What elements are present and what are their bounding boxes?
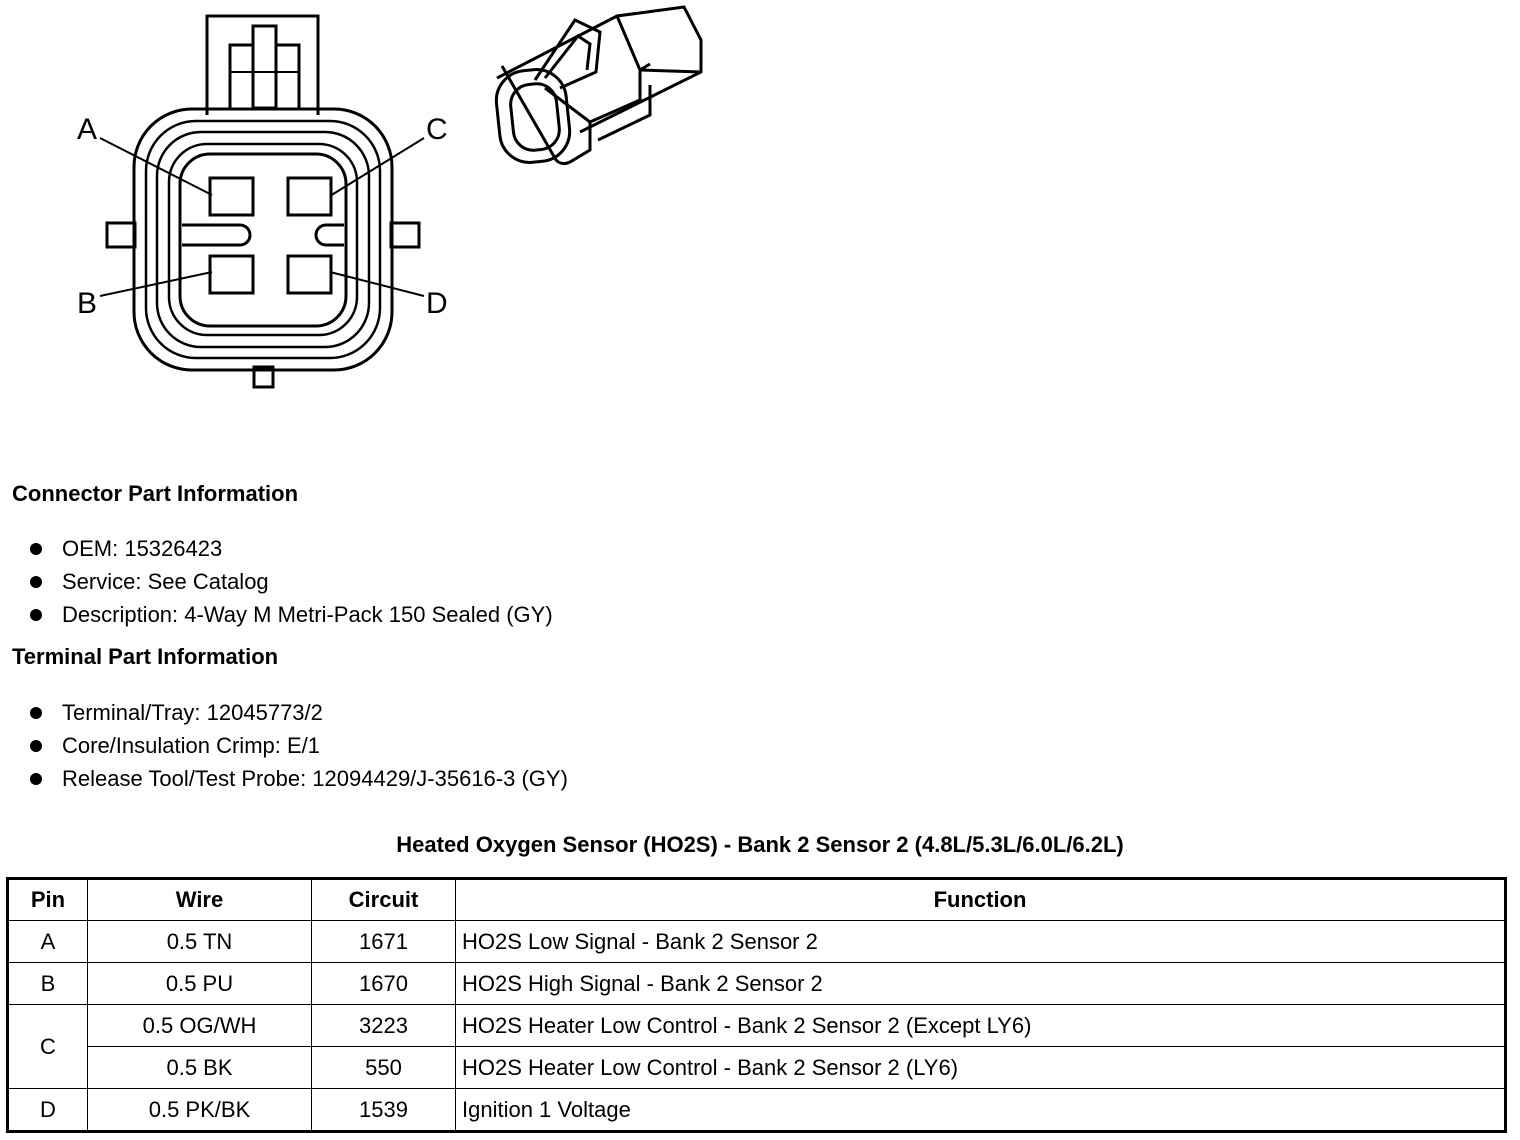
cell-wire: 0.5 BK xyxy=(87,1046,312,1089)
header-wire: Wire xyxy=(87,878,312,921)
cell-function: HO2S Low Signal - Bank 2 Sensor 2 xyxy=(455,920,1506,963)
table-row: D 0.5 PK/BK 1539 Ignition 1 Voltage xyxy=(7,1088,1506,1132)
cell-pin: A xyxy=(7,920,88,963)
bullet-icon xyxy=(30,707,42,719)
header-function: Function xyxy=(455,878,1506,921)
list-item: Service: See Catalog xyxy=(28,565,553,598)
cell-circuit: 1670 xyxy=(311,962,456,1005)
table-row: 0.5 BK 550 HO2S Heater Low Control - Ban… xyxy=(8,1046,1506,1089)
connector-isometric-image xyxy=(494,5,703,166)
list-item: Description: 4-Way M Metri-Pack 150 Seal… xyxy=(28,598,553,631)
cell-function: HO2S Heater Low Control - Bank 2 Sensor … xyxy=(455,1046,1506,1089)
cell-wire: 0.5 PK/BK xyxy=(87,1088,312,1132)
bullet-icon xyxy=(30,576,42,588)
cell-circuit: 3223 xyxy=(311,1004,456,1047)
pin-label-a: A xyxy=(77,113,97,146)
table-row: A 0.5 TN 1671 HO2S Low Signal - Bank 2 S… xyxy=(7,920,1506,963)
table-title: Heated Oxygen Sensor (HO2S) - Bank 2 Sen… xyxy=(396,832,1124,857)
cell-function: HO2S Heater Low Control - Bank 2 Sensor … xyxy=(455,1004,1506,1047)
terminal-part-info-heading: Terminal Part Information xyxy=(12,644,279,669)
bullet-icon xyxy=(30,773,42,785)
connector-part-info-heading: Connector Part Information xyxy=(12,481,299,506)
cell-circuit: 1539 xyxy=(311,1088,456,1132)
bullet-icon xyxy=(30,609,42,621)
list-item: Terminal/Tray: 12045773/2 xyxy=(28,696,568,729)
cell-wire: 0.5 TN xyxy=(87,920,312,963)
list-item: Release Tool/Test Probe: 12094429/J-3561… xyxy=(28,762,568,795)
table-row: B 0.5 PU 1670 HO2S High Signal - Bank 2 … xyxy=(7,962,1506,1005)
bullet-icon xyxy=(30,543,42,555)
list-item: Core/Insulation Crimp: E/1 xyxy=(28,729,568,762)
pin-label-b: B xyxy=(77,287,97,320)
header-pin: Pin xyxy=(7,878,88,921)
pinout-table: Pin Wire Circuit Function A 0.5 TN 1671 … xyxy=(6,877,1507,1133)
cell-wire: 0.5 PU xyxy=(87,962,312,1005)
cell-pin: B xyxy=(7,962,88,1005)
cell-pin: C xyxy=(7,1004,88,1089)
table-header-row: Pin Wire Circuit Function xyxy=(7,878,1506,921)
cell-function: HO2S High Signal - Bank 2 Sensor 2 xyxy=(455,962,1506,1005)
cell-pin: D xyxy=(7,1088,88,1132)
connector-diagram: A B C D xyxy=(77,5,703,389)
pin-label-c: C xyxy=(426,113,448,146)
cell-circuit: 550 xyxy=(311,1046,456,1089)
header-circuit: Circuit xyxy=(311,878,456,921)
list-item: OEM: 15326423 xyxy=(28,532,553,565)
cell-circuit: 1671 xyxy=(311,920,456,963)
cell-function: Ignition 1 Voltage xyxy=(455,1088,1506,1132)
cell-wire: 0.5 OG/WH xyxy=(87,1004,312,1047)
connector-part-info-list: OEM: 15326423 Service: See Catalog Descr… xyxy=(28,532,553,631)
bullet-icon xyxy=(30,740,42,752)
terminal-part-info-list: Terminal/Tray: 12045773/2 Core/Insulatio… xyxy=(28,696,568,795)
pin-label-d: D xyxy=(426,287,448,320)
table-row: C 0.5 OG/WH 3223 HO2S Heater Low Control… xyxy=(7,1004,1506,1089)
